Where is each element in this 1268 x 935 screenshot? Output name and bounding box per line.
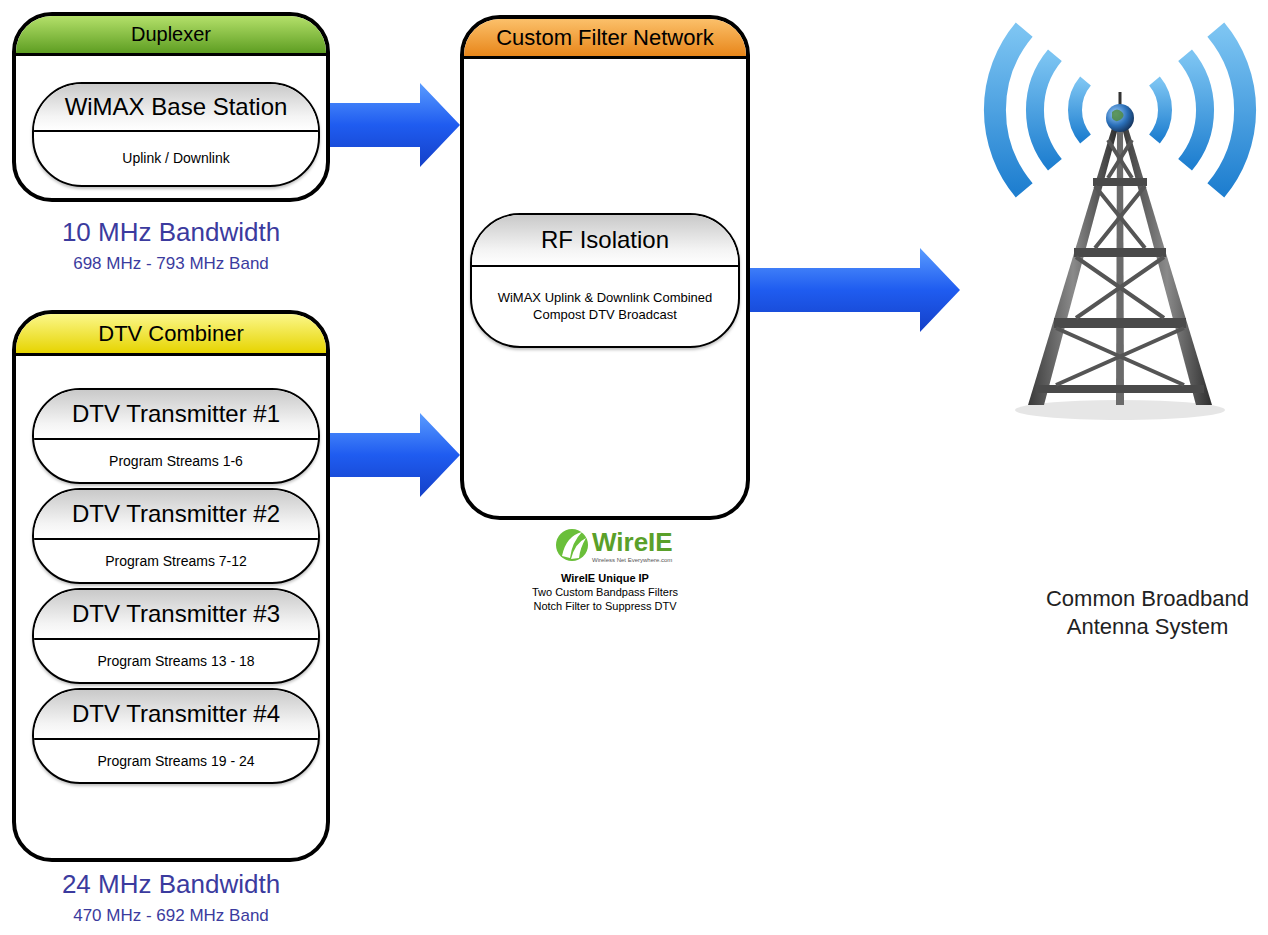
header-text: Custom Filter Network <box>464 19 746 59</box>
logo-text: WireIE <box>592 528 702 558</box>
box-body: Program Streams 13 - 18 <box>34 640 318 682</box>
header-text: DTV Combiner <box>16 314 326 356</box>
block-arrow <box>330 83 460 167</box>
header-text: Duplexer <box>16 16 326 56</box>
annotation-label: WireIE Unique IP <box>460 572 750 585</box>
annotation-label: 24 MHz Bandwidth <box>12 870 330 900</box>
process-box: DTV Transmitter #1Program Streams 1-6 <box>32 388 320 484</box>
process-box: RF IsolationWiMAX Uplink & Downlink Comb… <box>470 213 740 348</box>
box-body: Program Streams 7-12 <box>34 540 318 582</box>
block-arrow <box>330 413 460 497</box>
group-box: DuplexerWiMAX Base StationUplink / Downl… <box>12 12 330 202</box>
group-box: Custom Filter Network RF IsolationWiMAX U… <box>460 15 750 520</box>
box-body: Program Streams 1-6 <box>34 440 318 482</box>
process-box: DTV Transmitter #4Program Streams 19 - 2… <box>32 688 320 784</box>
annotation-label: 10 MHz Bandwidth <box>12 218 330 248</box>
block-arrow <box>750 248 960 332</box>
box-body: WiMAX Uplink & Downlink Combined Compost… <box>472 267 738 346</box>
annotation-label: Notch Filter to Suppress DTV <box>460 600 750 613</box>
box-body: Uplink / Downlink <box>34 132 318 185</box>
box-title: RF Isolation <box>472 215 738 267</box>
antenna-tower <box>995 30 1245 420</box>
box-title: DTV Transmitter #4 <box>34 690 318 740</box>
process-box: WiMAX Base StationUplink / Downlink <box>32 82 320 187</box>
wireie-logo <box>556 529 588 561</box>
annotation-label: 698 MHz - 793 MHz Band <box>12 254 330 274</box>
process-box: DTV Transmitter #3Program Streams 13 - 1… <box>32 588 320 684</box>
box-body: Program Streams 19 - 24 <box>34 740 318 782</box>
box-title: WiMAX Base Station <box>34 84 318 132</box>
box-title: DTV Transmitter #2 <box>34 490 318 540</box>
box-title: DTV Transmitter #1 <box>34 390 318 440</box>
antenna-node: Common Broadband Antenna System <box>960 20 1260 660</box>
group-box: DTV CombinerDTV Transmitter #1Program St… <box>12 310 330 862</box>
process-box: DTV Transmitter #2Program Streams 7-12 <box>32 488 320 584</box>
annotation-label: 470 MHz - 692 MHz Band <box>12 906 330 926</box>
logo-tagline: Wireless Net Everywhere.com <box>592 557 702 564</box>
box-title: DTV Transmitter #3 <box>34 590 318 640</box>
annotation-label: Two Custom Bandpass Filters <box>460 586 750 599</box>
caption-text: Common Broadband Antenna System <box>1035 585 1260 640</box>
